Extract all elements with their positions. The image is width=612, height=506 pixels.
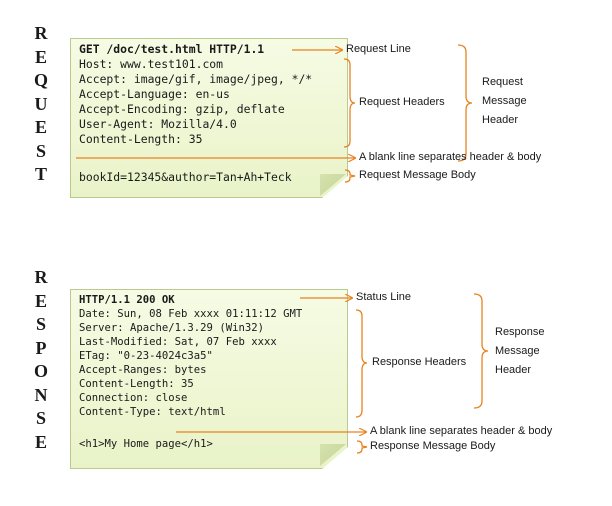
response-letter: P <box>35 337 47 358</box>
response-vertical-title: R E S P O N S E <box>30 266 52 454</box>
response-header-line: Connection: close <box>79 392 188 404</box>
request-message-note: GET /doc/test.html HTTP/1.1 Host: www.te… <box>70 38 348 198</box>
response-header-line: Date: Sun, 08 Feb xxxx 01:11:12 GMT <box>79 308 303 320</box>
request-body-text: bookId=12345&author=Tan+Ah+Teck <box>79 170 292 184</box>
response-body-label: Response Message Body <box>370 440 496 452</box>
response-letter: R <box>34 267 48 287</box>
request-message-header-label: Request Message Header <box>482 73 527 130</box>
response-letter: E <box>34 431 47 452</box>
response-letter: S <box>35 408 46 428</box>
response-letter: O <box>33 361 48 381</box>
request-line-text: GET /doc/test.html HTTP/1.1 <box>79 42 265 56</box>
request-header-line: Accept-Encoding: gzip, deflate <box>79 102 285 116</box>
response-group-word: Header <box>495 364 532 376</box>
response-body-text: <h1>My Home page</h1> <box>79 438 213 450</box>
request-letter: E <box>34 46 47 67</box>
response-message-header-label: Response Message Header <box>495 323 545 380</box>
response-headers-label: Response Headers <box>372 356 467 368</box>
request-group-word: Message <box>482 95 527 107</box>
response-letter: E <box>34 290 47 311</box>
request-group-word: Request <box>482 76 523 88</box>
response-letter: S <box>35 314 46 334</box>
request-message-header-brace <box>457 44 473 162</box>
request-header-line: Accept-Language: en-us <box>79 87 230 101</box>
request-body-label: Request Message Body <box>359 169 476 181</box>
status-line-label: Status Line <box>356 291 412 303</box>
response-group-word: Message <box>495 345 540 357</box>
request-group-word: Header <box>482 114 519 126</box>
request-line-label: Request Line <box>346 43 411 55</box>
request-letter: U <box>34 93 48 114</box>
response-blank-line-label: A blank line separates header & body <box>370 425 553 437</box>
request-letter: S <box>35 140 46 161</box>
request-letter: E <box>34 117 47 137</box>
response-message-note: HTTP/1.1 200 OK Date: Sun, 08 Feb xxxx 0… <box>70 289 348 469</box>
response-header-line: ETag: "0-23-4024c3a5" <box>79 350 213 362</box>
request-letter: Q <box>33 70 48 90</box>
request-header-line: Host: www.test101.com <box>79 57 224 71</box>
response-header-line: Content-Length: 35 <box>79 378 194 390</box>
request-headers-label: Request Headers <box>359 96 445 108</box>
response-letter: N <box>34 384 48 405</box>
request-vertical-title: R E Q U E S T <box>30 22 52 187</box>
request-letter: T <box>34 164 47 184</box>
response-message-header-brace <box>473 293 489 409</box>
response-header-line: Accept-Ranges: bytes <box>79 364 207 376</box>
request-blank-line-label: A blank line separates header & body <box>359 151 542 163</box>
response-header-line: Last-Modified: Sat, 07 Feb xxxx <box>79 336 277 348</box>
request-headers-brace <box>343 58 356 148</box>
response-header-line: Content-Type: text/html <box>79 406 226 418</box>
request-header-line: User-Agent: Mozilla/4.0 <box>79 117 237 131</box>
response-headers-brace <box>355 309 368 418</box>
response-body-brace <box>356 440 368 454</box>
status-line-text: HTTP/1.1 200 OK <box>79 294 175 306</box>
request-header-line: Accept: image/gif, image/jpeg, */* <box>79 72 313 86</box>
response-group-word: Response <box>495 326 545 338</box>
request-letter: R <box>34 23 48 43</box>
response-header-line: Server: Apache/1.3.29 (Win32) <box>79 322 264 334</box>
request-body-brace <box>344 169 356 183</box>
request-header-line: Content-Length: 35 <box>79 132 203 146</box>
